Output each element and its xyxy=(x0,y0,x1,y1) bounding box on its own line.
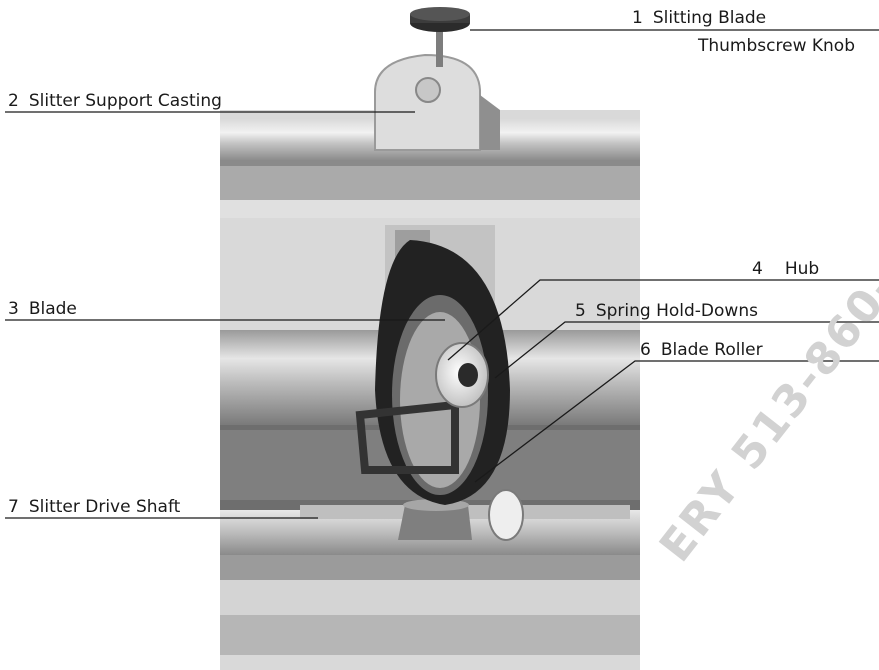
callout-5: 5 Spring Hold-Downs xyxy=(575,301,758,321)
leader-line-5 xyxy=(494,321,879,379)
callout-1-number: 1 xyxy=(632,8,643,28)
leader-line-6 xyxy=(474,360,879,483)
roller-hub-disc xyxy=(488,489,524,541)
hub xyxy=(435,342,489,408)
leader-line-4 xyxy=(447,279,879,361)
callout-6-text: Blade Roller xyxy=(660,340,763,360)
spring-hold-downs xyxy=(355,400,459,474)
callout-4-number: 4 xyxy=(752,259,763,279)
callout-4-text: Hub xyxy=(784,259,820,279)
callout-7: 7 Slitter Drive Shaft xyxy=(8,497,180,517)
callout-3-number: 3 xyxy=(8,299,19,319)
slitter-support-casting xyxy=(374,53,500,151)
callout-3: 3 Blade xyxy=(8,299,77,319)
callout-5-number: 5 xyxy=(575,301,586,321)
callout-6: 6 Blade Roller xyxy=(640,340,763,360)
callout-2: 2 Slitter Support Casting xyxy=(8,91,222,111)
callout-1-line1: 1 Slitting Blade xyxy=(632,8,766,28)
blade-roller xyxy=(398,499,472,540)
callout-1-line2: Thumbscrew Knob xyxy=(698,36,855,56)
callout-2-text: Slitter Support Casting xyxy=(28,91,222,111)
callout-7-number: 7 xyxy=(8,497,19,517)
callout-6-number: 6 xyxy=(640,340,651,360)
callout-5-text: Spring Hold-Downs xyxy=(595,301,758,321)
callout-7-text: Slitter Drive Shaft xyxy=(28,497,181,517)
callout-2-number: 2 xyxy=(8,91,19,111)
callout-1-text: Slitting Blade xyxy=(652,8,767,28)
callout-3-text: Blade xyxy=(28,299,77,319)
callout-4: 4 Hub xyxy=(752,259,819,279)
thumbscrew-knob xyxy=(410,7,470,67)
